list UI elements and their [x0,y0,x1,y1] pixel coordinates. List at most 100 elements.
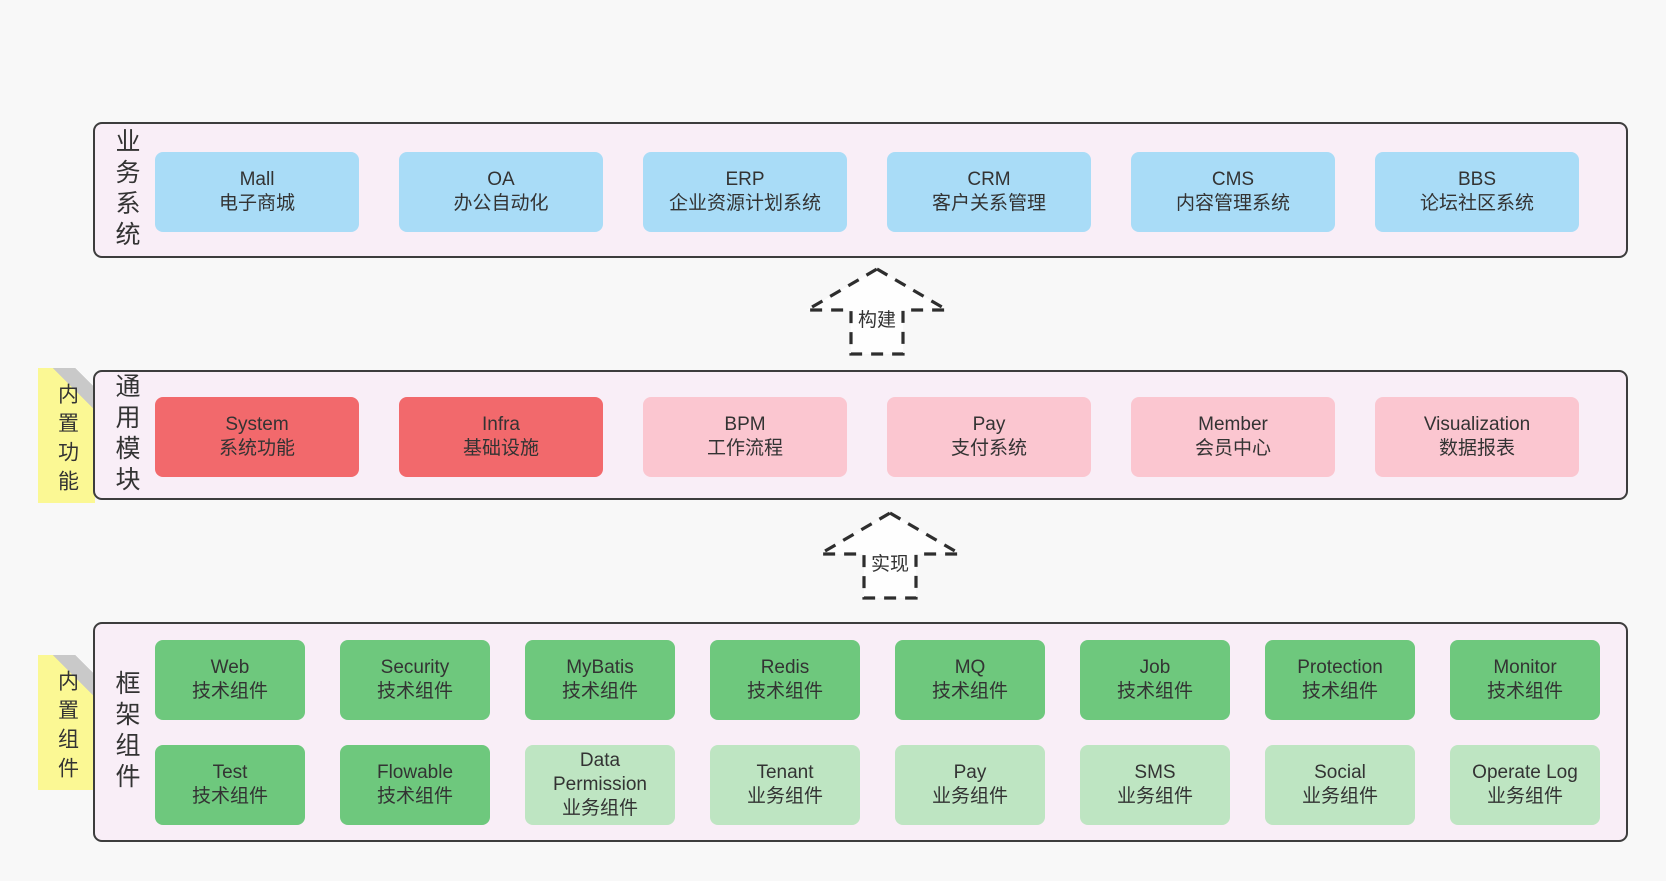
box-title: BPM [724,414,766,435]
box-oa: OA 办公自动化 [399,152,603,232]
box-row: Mall 电子商城 OA 办公自动化 ERP 企业资源计划系统 CRM 客户关系管理 CMS 内容… [155,152,1579,232]
box-subtitle: 业务组件 [1301,786,1378,807]
box-subtitle: 支付系统 [950,438,1027,459]
sticky-note-label: 内置功能 [55,382,79,499]
build-arrow-label: 构建 [858,309,896,331]
box-monitor: Monitor 技术组件 [1450,640,1600,720]
box-subtitle: 技术组件 [746,681,823,702]
box-member: Member 会员中心 [1131,397,1335,477]
section-framework-components: 框架组件 Web 技术组件 Security 技术组件 MyBatis 技术组件 Redis 技… [93,622,1628,842]
box-social: Social 业务组件 [1265,745,1415,825]
box-title: SMS [1134,762,1176,783]
box-title: Tenant [756,762,814,783]
box-flowable: Flowable 技术组件 [340,745,490,825]
box-subtitle: 技术组件 [561,681,638,702]
box-subtitle: 电子商城 [218,193,295,214]
section-label-business-systems: 业务系统 [112,128,140,252]
box-erp: ERP 企业资源计划系统 [643,152,847,232]
box-subtitle: 办公自动化 [453,193,549,214]
box-subtitle: 工作流程 [706,438,783,459]
box-subtitle: 业务组件 [1116,786,1193,807]
box-mall: Mall 电子商城 [155,152,359,232]
box-crm: CRM 客户关系管理 [887,152,1091,232]
box-subtitle: 技术组件 [1301,681,1378,702]
up-arrow-icon: 构建 [801,267,953,356]
box-title: Protection [1297,657,1383,678]
box-subtitle: 客户关系管理 [931,193,1046,214]
section-label-common-modules: 通用模块 [112,373,140,497]
box-subtitle: 会员中心 [1194,438,1271,459]
box-title: MyBatis [566,657,634,678]
box-title: Test [212,762,248,783]
box-subtitle: 系统功能 [218,438,295,459]
box-subtitle: 技术组件 [1486,681,1563,702]
box-tenant: Tenant 业务组件 [710,745,860,825]
box-subtitle: 业务组件 [561,798,638,819]
box-subtitle: 数据报表 [1438,438,1515,459]
box-title: Social [1314,762,1366,783]
box-subtitle: 基础设施 [462,438,539,459]
box-subtitle: 论坛社区系统 [1419,193,1534,214]
box-mybatis: MyBatis 技术组件 [525,640,675,720]
box-title: Pay [953,762,987,783]
implement-arrow-label: 实现 [871,553,909,575]
box-cms: CMS 内容管理系统 [1131,152,1335,232]
box-subtitle: 技术组件 [1116,681,1193,702]
box-title: Job [1139,657,1171,678]
box-title: Infra [481,414,521,435]
box-subtitle: 技术组件 [191,786,268,807]
build-arrow: 构建 [788,266,966,358]
box-bbs: BBS 论坛社区系统 [1375,152,1579,232]
section-common-modules: 通用模块 System 系统功能 Infra 基础设施 BPM 工作流程 Pay 支付系统 Mem… [93,370,1628,500]
box-title: CRM [967,169,1011,190]
box-title: Monitor [1493,657,1557,678]
box-sms: SMS 业务组件 [1080,745,1230,825]
box-subtitle: 业务组件 [931,786,1008,807]
box-title: CMS [1211,169,1255,190]
box-subtitle: 技术组件 [191,681,268,702]
box-redis: Redis 技术组件 [710,640,860,720]
box-title: Data Permission [553,750,647,795]
box-pay: Pay 支付系统 [887,397,1091,477]
box-protection: Protection 技术组件 [1265,640,1415,720]
box-title: Visualization [1423,414,1531,435]
box-subtitle: 企业资源计划系统 [668,193,821,214]
box-subtitle: 内容管理系统 [1175,193,1290,214]
box-infra: Infra 基础设施 [399,397,603,477]
sticky-note-common-modules: 内置功能 [38,368,95,503]
box-visualization: Visualization 数据报表 [1375,397,1579,477]
box-title: Flowable [376,762,454,783]
box-data-permission: Data Permission 业务组件 [525,745,675,825]
box-title: Redis [760,657,810,678]
box-subtitle: 业务组件 [746,786,823,807]
box-title: Web [210,657,250,678]
box-title: Operate Log [1472,762,1578,783]
box-title: BBS [1457,169,1497,190]
box-pay: Pay 业务组件 [895,745,1045,825]
section-label-framework-components: 框架组件 [112,670,140,794]
box-test: Test 技术组件 [155,745,305,825]
up-arrow-icon: 实现 [814,511,966,600]
box-job: Job 技术组件 [1080,640,1230,720]
box-title: OA [487,169,515,190]
box-title: Member [1198,414,1268,435]
implement-arrow: 实现 [801,510,979,602]
box-web: Web 技术组件 [155,640,305,720]
box-title: Pay [972,414,1006,435]
box-subtitle: 技术组件 [376,786,453,807]
box-title: Security [380,657,450,678]
box-title: ERP [725,169,765,190]
box-security: Security 技术组件 [340,640,490,720]
box-subtitle: 技术组件 [376,681,453,702]
sticky-note-label: 内置组件 [55,669,79,786]
box-bpm: BPM 工作流程 [643,397,847,477]
box-title: Mall [239,169,275,190]
box-subtitle: 技术组件 [931,681,1008,702]
box-title: System [225,414,289,435]
